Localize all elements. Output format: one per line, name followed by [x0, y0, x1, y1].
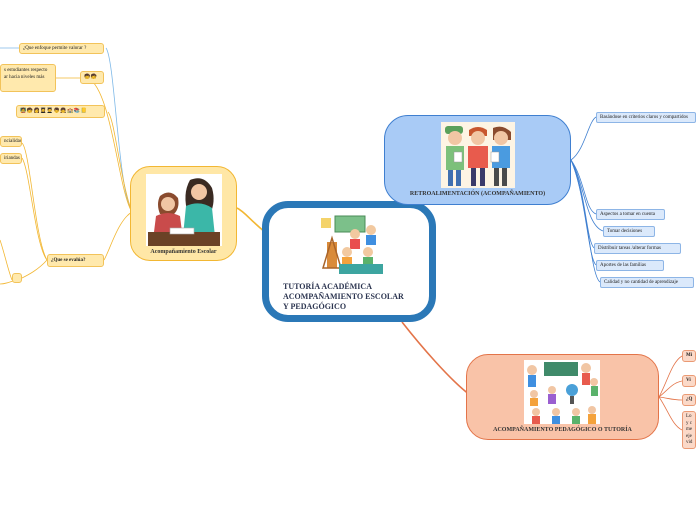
- teacher-student-illustration: [146, 174, 222, 246]
- topic-label: ACOMPAÑAMIENTO PEDAGÓGICO O TUTORÍA: [493, 427, 632, 433]
- topic-acompanamiento-escolar[interactable]: Acompañamiento Escolar: [130, 166, 237, 261]
- subtopic-iriandas[interactable]: iriandas: [0, 153, 22, 164]
- topic-retroalimentacion[interactable]: RETROALIMENTACIÓN (ACOMPAÑAMIENTO): [384, 115, 571, 205]
- school-kids-illustration: [524, 360, 600, 424]
- subtopic-retro-distribuir[interactable]: Distribuir tareas /alterar formas: [594, 243, 681, 254]
- topic-acompanamiento-pedagogico[interactable]: ACOMPAÑAMIENTO PEDAGÓGICO O TUTORÍA: [466, 354, 659, 440]
- subtopic-emoji-row[interactable]: 🧑‍🏫🧒👩👩‍🎓🧑‍🎓👦👧🏫📚📒: [16, 105, 105, 118]
- students-illustration: [441, 122, 515, 188]
- subtopic-retro-aspectos[interactable]: Aspectos a tomar en cuenta: [596, 209, 665, 220]
- subtopic-que-se-evalua[interactable]: ¿Que se evalúa?: [47, 254, 104, 267]
- topic-label: Acompañamiento Escolar: [150, 249, 217, 255]
- subtopic-retro-familias[interactable]: Aportes de las familias: [596, 260, 664, 271]
- subtopic-retro-criterios[interactable]: Basándose en criterios claros y comparti…: [596, 112, 696, 123]
- subtopic-enfoque[interactable]: ¿Que enfoque permite valorar ?: [19, 43, 104, 54]
- subtopic-emoji-pair[interactable]: 🧒🧒: [80, 71, 104, 84]
- subtopic-pedag-q[interactable]: ¿Q: [682, 394, 696, 406]
- subtopic-estudiantes[interactable]: s estudiantes respecto ar hacia niveles …: [0, 64, 56, 92]
- subtopic-retro-calidad[interactable]: Calidad y no cantidad de aprendizaje: [600, 277, 694, 288]
- subtopic-retro-decisiones[interactable]: Tomar decisiones: [603, 226, 655, 237]
- central-topic[interactable]: TUTORÍA ACADÉMICA ACOMPAÑAMIENTO ESCOLAR…: [262, 201, 436, 322]
- subtopic-pedag-vi[interactable]: Vi: [682, 375, 696, 387]
- central-title: TUTORÍA ACADÉMICA ACOMPAÑAMIENTO ESCOLAR…: [283, 282, 404, 311]
- subtopic-ncialidades[interactable]: ncialidades: [0, 136, 22, 147]
- classroom-illustration: [313, 212, 389, 278]
- subtopic-pedag-multiline[interactable]: Lo y c me eje vid: [682, 411, 696, 449]
- topic-label: RETROALIMENTACIÓN (ACOMPAÑAMIENTO): [409, 191, 546, 197]
- subtopic-small-node[interactable]: [12, 273, 22, 283]
- subtopic-pedag-mi[interactable]: Mi: [682, 350, 696, 362]
